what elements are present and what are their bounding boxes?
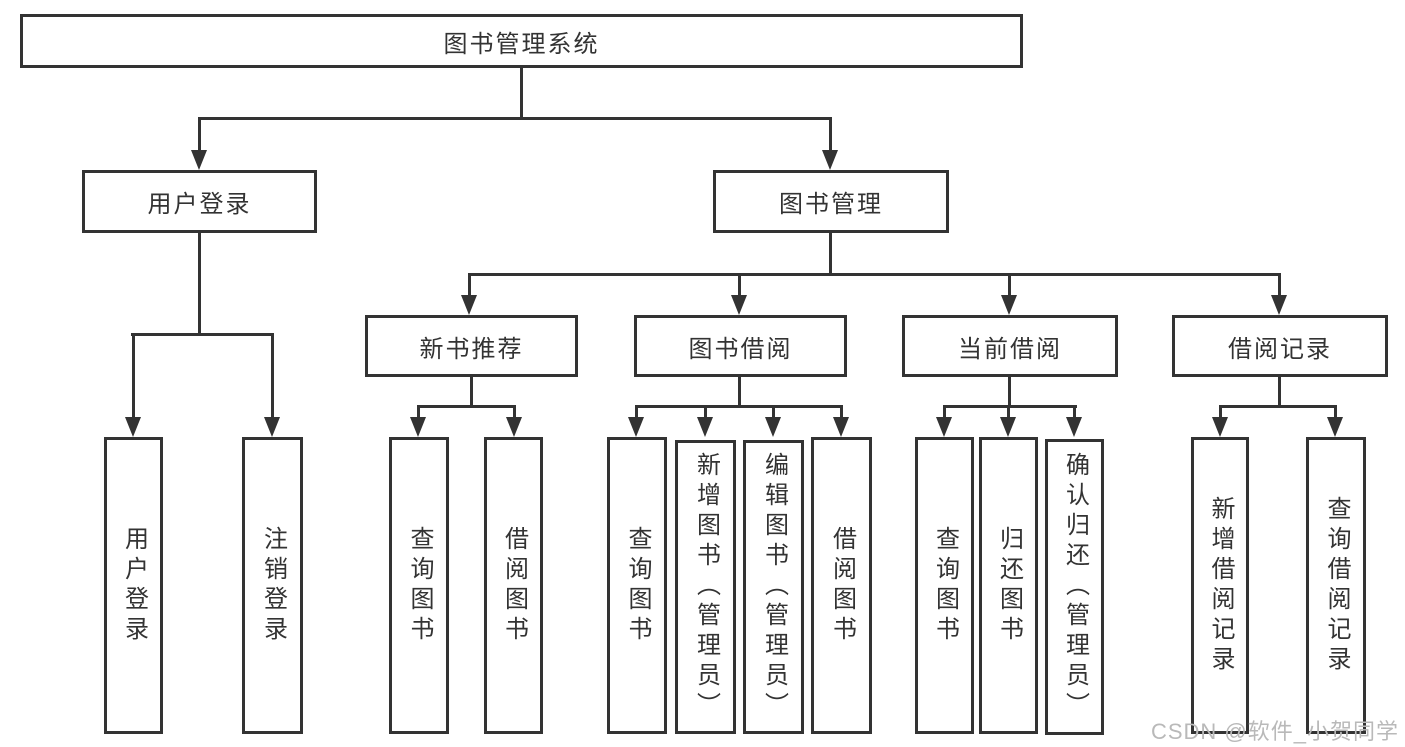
connector-line: [468, 273, 471, 297]
leaf-borrow-borrow-book: 借阅图书: [811, 437, 872, 734]
connector-line: [513, 405, 516, 419]
arrow-down-icon: [191, 150, 207, 170]
arrow-down-icon: [506, 417, 522, 437]
arrow-down-icon: [833, 417, 849, 437]
connector-line: [840, 405, 843, 419]
leaf-logout: 注销登录: [242, 437, 303, 734]
connector-line: [635, 405, 638, 419]
node-new-book-recommend: 新书推荐: [365, 315, 578, 377]
connector-line: [198, 233, 201, 336]
connector-line: [468, 273, 1281, 276]
connector-line: [635, 405, 843, 408]
leaf-record-query: 查询借阅记录: [1306, 437, 1366, 734]
connector-line: [1219, 405, 1222, 419]
arrow-down-icon: [1001, 295, 1017, 315]
arrow-down-icon: [264, 417, 280, 437]
connector-line: [738, 377, 741, 408]
connector-line: [1278, 273, 1281, 297]
leaf-current-return-book: 归还图书: [979, 437, 1038, 734]
connector-line: [198, 117, 832, 120]
connector-line: [131, 333, 274, 336]
connector-line: [943, 405, 946, 419]
connector-line: [829, 117, 832, 153]
leaf-borrow-edit-book-admin: 编辑图书（管理员）: [743, 440, 804, 734]
node-book-management: 图书管理: [713, 170, 949, 233]
leaf-recommend-borrow-book: 借阅图书: [484, 437, 543, 734]
arrow-down-icon: [410, 417, 426, 437]
connector-line: [1219, 405, 1337, 408]
connector-line: [943, 405, 1077, 408]
connector-line: [1278, 377, 1281, 408]
connector-line: [198, 117, 201, 153]
connector-line: [1073, 405, 1076, 419]
arrow-down-icon: [125, 417, 141, 437]
arrow-down-icon: [461, 295, 477, 315]
connector-line: [1008, 273, 1011, 297]
node-root: 图书管理系统: [20, 14, 1023, 68]
connector-line: [417, 405, 420, 419]
connector-line: [829, 233, 832, 276]
leaf-user-login: 用户登录: [104, 437, 163, 734]
arrow-down-icon: [697, 417, 713, 437]
connector-line: [1008, 377, 1011, 408]
connector-line: [470, 377, 473, 408]
connector-line: [417, 405, 516, 408]
arrow-down-icon: [628, 417, 644, 437]
csdn-watermark: CSDN @软件_小贺同学: [1150, 719, 1399, 744]
connector-line: [738, 273, 741, 297]
arrow-down-icon: [1271, 295, 1287, 315]
leaf-borrow-query-book: 查询图书: [607, 437, 667, 734]
arrow-down-icon: [1000, 417, 1016, 437]
arrow-down-icon: [1327, 417, 1343, 437]
connector-line: [1334, 405, 1337, 419]
connector-line: [772, 405, 775, 419]
leaf-current-confirm-return-admin: 确认归还（管理员）: [1045, 439, 1104, 735]
connector-line: [1007, 405, 1010, 419]
arrow-down-icon: [1066, 417, 1082, 437]
node-current-borrow: 当前借阅: [902, 315, 1118, 377]
connector-line: [132, 333, 135, 418]
leaf-record-add: 新增借阅记录: [1191, 437, 1249, 734]
leaf-recommend-query-book: 查询图书: [389, 437, 449, 734]
connector-line: [520, 68, 523, 120]
node-book-borrow: 图书借阅: [634, 315, 847, 377]
connector-line: [704, 405, 707, 419]
arrow-down-icon: [936, 417, 952, 437]
connector-line: [271, 333, 274, 418]
node-borrow-record: 借阅记录: [1172, 315, 1388, 377]
node-user-login: 用户登录: [82, 170, 317, 233]
leaf-current-query-book: 查询图书: [915, 437, 974, 734]
arrow-down-icon: [765, 417, 781, 437]
arrow-down-icon: [822, 150, 838, 170]
arrow-down-icon: [731, 295, 747, 315]
leaf-borrow-add-book-admin: 新增图书（管理员）: [675, 440, 736, 734]
arrow-down-icon: [1212, 417, 1228, 437]
